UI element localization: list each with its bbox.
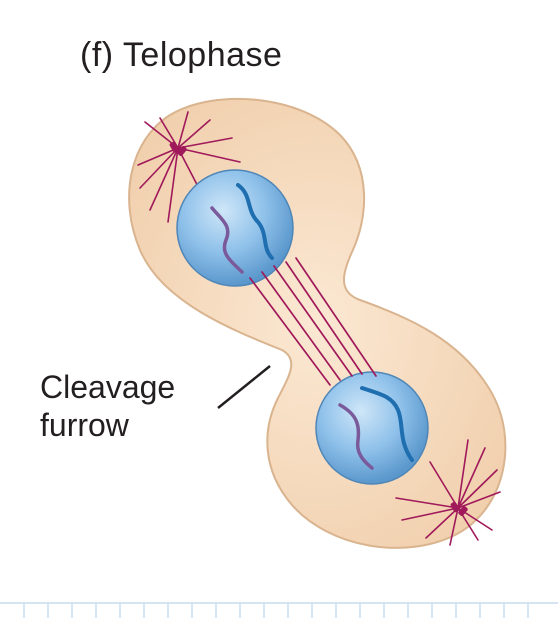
cell-membrane — [128, 97, 507, 549]
interzonal-spindle-fibers — [249, 257, 377, 386]
label-line-2: furrow — [40, 407, 129, 443]
figure-title: (f) Telophase — [80, 36, 283, 74]
bottom-tick-ruler — [0, 602, 558, 618]
cleavage-furrow-pointer — [217, 365, 271, 409]
upper-centrosome — [169, 141, 187, 156]
lower-nucleus — [315, 371, 429, 485]
lower-centrosome — [450, 501, 468, 516]
label-line-1: Cleavage — [40, 369, 176, 405]
upper-chromosome-blue — [236, 183, 274, 260]
lower-chromosome-blue — [360, 386, 414, 462]
lower-chromosome-purple — [338, 403, 374, 470]
upper-chromosome-purple — [210, 206, 244, 274]
upper-nucleus — [176, 169, 294, 287]
cleavage-furrow-label: Cleavage furrow — [40, 368, 175, 444]
